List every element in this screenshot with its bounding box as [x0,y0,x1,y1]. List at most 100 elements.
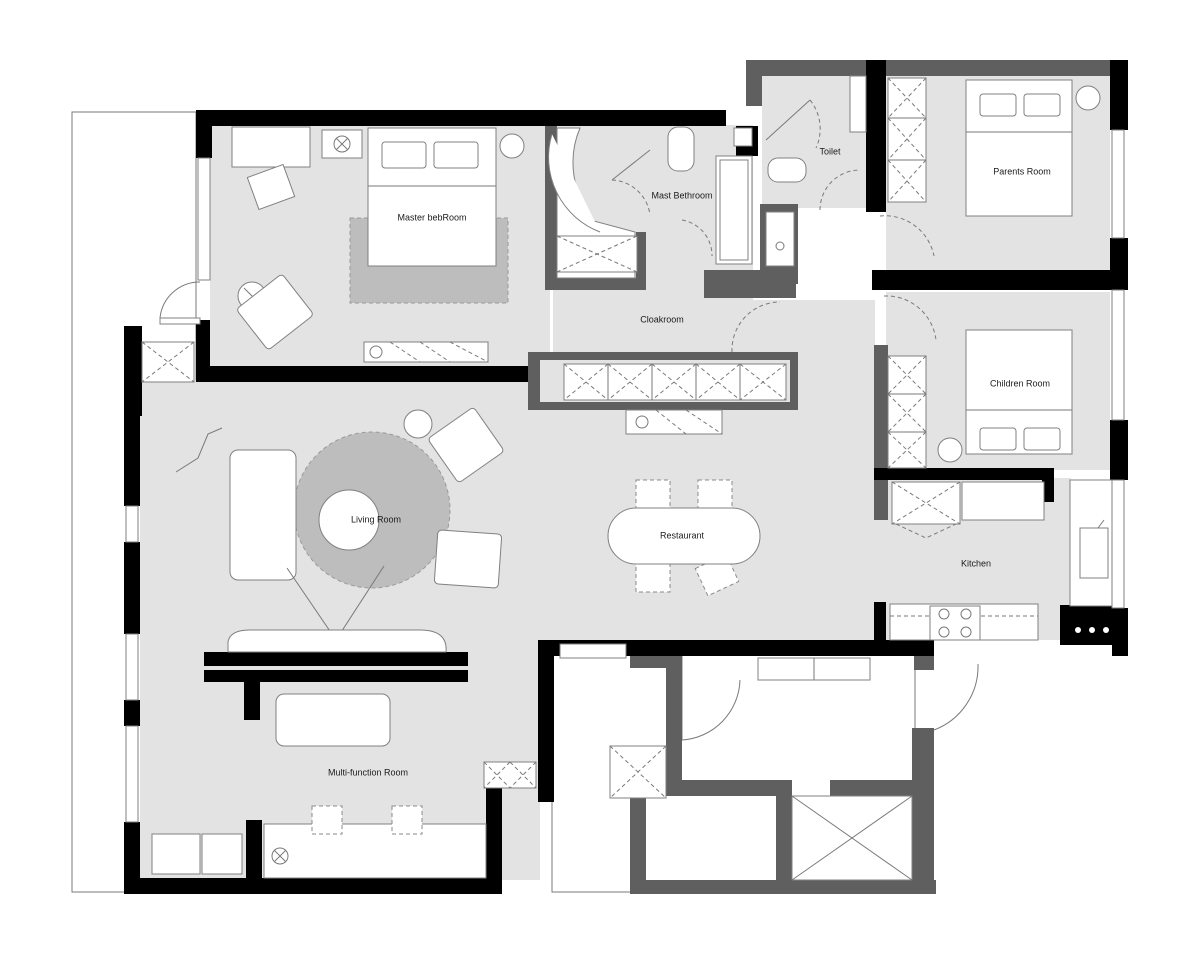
floor-toilet [762,76,866,208]
multifunction-furniture [141,341,537,879]
coffee-table [318,489,380,551]
window [1111,129,1125,239]
window [125,725,139,823]
door-leaf [765,99,811,141]
pillow [381,141,427,169]
door-leaf [611,149,651,181]
toilet-fixtures [765,75,867,267]
room-labels: Master bebRoom Mast Bethroom Toilet Pare… [328,146,1051,777]
wall [636,232,646,290]
door-swing [611,179,651,216]
dining-table [607,507,761,565]
wall [204,652,468,666]
sink [1079,527,1109,579]
wall [630,780,790,796]
cooktop [929,605,981,641]
door-swing [731,301,781,353]
label-cloakroom: Cloakroom [640,314,684,324]
shower-arc [548,133,601,233]
wall [874,602,886,646]
shelf [849,75,867,133]
wall [866,60,886,212]
armchair [428,407,504,483]
parents-room-furniture [879,77,1101,257]
wall [776,780,792,894]
wall [124,822,140,892]
chair [391,805,423,835]
bench [363,341,489,363]
label-toilet: Toilet [819,146,841,156]
wall [914,656,934,670]
master-bedroom-furniture [159,126,525,363]
sink-unit [151,833,201,875]
wall [204,670,468,682]
chair [635,561,671,593]
wall [874,468,1054,480]
ottoman [275,693,391,747]
wall [830,780,926,796]
basin [733,127,753,147]
wall [1110,60,1128,130]
wall [1042,478,1054,502]
label-parents-room: Parents Room [993,166,1051,176]
wardrobe [887,355,927,469]
kitchen-furniture [889,479,1113,641]
armchair [433,529,503,589]
chair [311,805,343,835]
desk [231,126,311,168]
bathroom-fixtures [548,126,753,279]
side-table [1075,85,1101,111]
door-leaf [159,317,201,325]
tv-console [227,629,447,653]
door-swing [879,215,935,257]
label-restaurant: Restaurant [660,530,705,540]
living-room-furniture [175,407,504,653]
side-table [937,437,963,463]
pillow [1023,93,1061,117]
wall [1060,605,1116,645]
wall [124,700,140,726]
sink [765,211,795,267]
pillow [979,427,1017,451]
window [1111,479,1125,609]
window [1111,289,1125,421]
wall [538,640,554,802]
window [125,633,139,701]
label-master-bathroom: Mast Bethroom [651,190,712,200]
cabinet [483,761,537,789]
bench [625,409,723,435]
wall [124,416,140,506]
entrance-furniture [559,643,979,881]
wall [196,320,210,370]
armchair [237,274,313,350]
children-room-furniture [883,295,1073,469]
wall [872,270,1128,290]
desk [263,823,487,879]
washer [201,833,243,875]
counter [961,481,1045,521]
shoe-cabinet [559,643,627,659]
wall [874,345,888,520]
door-swing [159,281,201,319]
door-swing [883,295,937,341]
wall [545,278,645,290]
pillow [1023,427,1061,451]
wall [246,820,262,894]
window [197,157,211,281]
pillow [433,141,479,169]
cabinet-row [563,363,787,401]
restaurant-furniture [607,479,761,597]
label-kitchen: Kitchen [961,558,991,568]
wall [196,366,562,382]
wall [630,780,646,894]
wall [196,110,726,126]
wall [124,326,142,416]
door-swing [681,219,713,257]
wardrobe [887,77,927,203]
windows [125,129,1125,823]
pillow [979,93,1017,117]
door-swing [819,169,861,211]
wall [124,878,500,894]
door-swing [809,99,821,149]
